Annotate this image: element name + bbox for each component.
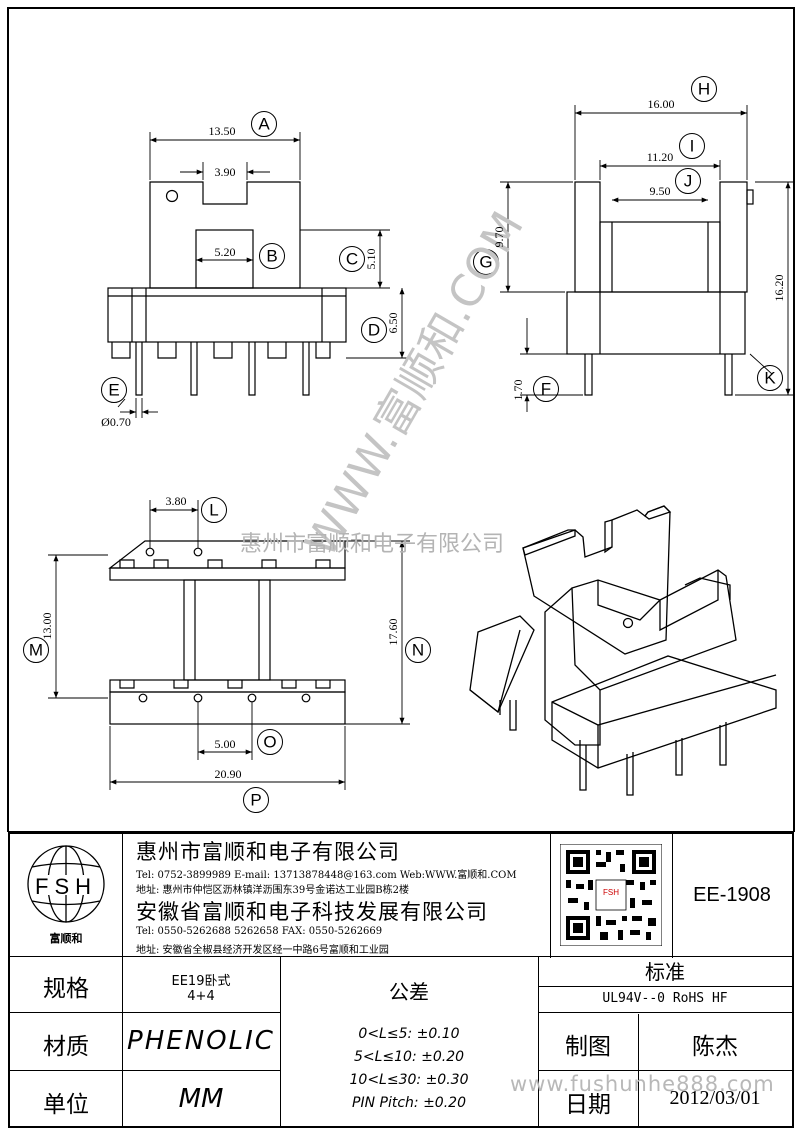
dim-c-value: 5.10 [364,249,378,270]
callout-h: H [698,80,710,99]
spec-value-1: EE19卧式 [171,974,231,989]
callout-p: P [250,791,261,810]
tolerance-1: 0<L≤5: ±0.10 [358,1026,460,1042]
logo-letters: FSH [35,874,97,899]
callout-g: G [479,253,492,272]
company2-addr: 地址: 安徽省全椒县经济开发区经一中路6号富顺和工业园 [136,945,389,956]
dim-h-value: 16.00 [648,97,675,111]
dim-o-value: 5.00 [215,737,236,751]
fsh-logo: FSH [24,842,108,926]
dim-i-value: 11.20 [647,150,674,164]
dim-j-value: 9.50 [650,184,671,198]
isometric-view [469,505,777,796]
dim-m-value: 13.00 [40,613,54,640]
side-view [566,181,754,396]
tolerance-4: PIN Pitch: ±0.20 [352,1095,466,1111]
dim-d-value: 6.50 [386,313,400,334]
material-value: PHENOLIC [127,1026,275,1056]
globe-icon [27,845,105,923]
part-number: EE-1908 [693,884,771,906]
dim-sub-a-value: 3.90 [215,165,236,179]
callout-n: N [412,641,424,660]
drawn-label: 制图 [565,1034,611,1060]
qr-text: FSH [603,888,619,897]
date-label: 日期 [565,1092,611,1118]
drawn-value: 陈杰 [692,1034,738,1060]
tolerance-2: 5<L≤10: ±0.20 [353,1049,465,1065]
material-label: 材质 [43,1034,89,1060]
callout-f: F [541,380,551,399]
watermark-site: www.fushunhe888.com [510,1072,775,1096]
company1-name: 惠州市富顺和电子有限公司 [136,840,400,864]
callout-o: O [263,733,276,752]
dim-k-value: 16.20 [772,275,786,302]
unit-label: 单位 [43,1092,89,1118]
dim-g-value: 9.70 [492,227,506,248]
dim-f-value: 1.70 [511,380,525,401]
callout-d: D [368,321,380,340]
dim-p-value: 20.90 [215,767,242,781]
spec-value-2: 4+4 [187,989,215,1004]
qr-code: FSH [559,843,663,947]
dim-e-value: Ø0.70 [101,415,131,429]
front-view [107,181,347,396]
callout-circles [23,76,783,813]
callout-e: E [108,381,119,400]
company1-tel: Tel: 0752-3899989 E-mail: 13713878448@16… [136,870,517,881]
company2-name: 安徽省富顺和电子科技发展有限公司 [136,900,488,924]
standard-label: 标准 [645,960,685,984]
dim-l-value: 3.80 [166,494,187,508]
callout-m: M [29,641,43,660]
tolerance-label: 公差 [389,980,429,1004]
dim-b-value: 5.20 [215,245,236,259]
tolerance-3: 10<L≤30: ±0.30 [349,1072,469,1088]
spec-label: 规格 [43,976,89,1002]
dim-n-value: 17.60 [386,619,400,646]
callout-l: L [209,501,218,520]
watermark-diagonal: WWW.富顺和.COM [295,203,534,565]
callout-a: A [258,115,270,134]
callout-j: J [684,172,693,191]
logo-name: 富顺和 [49,932,83,945]
drawing-border [7,7,795,832]
top-view [108,540,346,725]
callout-i: I [690,137,695,156]
watermark-company: 惠州市富顺和电子有限公司 [240,532,504,557]
title-block: FSH 富顺和 惠州市富顺和电子有限公司 Tel: 0752-3899989 E… [8,832,794,1128]
date-value: 2012/03/01 [669,1087,761,1109]
technical-drawing: WWW.富顺和.COM 惠州市富顺和电子有限公司 A B C D E H I J… [7,7,795,832]
callout-k: K [764,369,776,388]
unit-value: MM [178,1084,224,1114]
dim-a-value: 13.50 [209,124,236,138]
dimension-lines [48,105,795,790]
standard-value: UL94V--0 RoHS HF [602,991,728,1006]
company2-tel: Tel: 0550-5262688 5262658 FAX: 0550-5262… [136,926,383,937]
callout-c: C [346,250,358,269]
callout-b: B [266,247,277,266]
company1-addr: 地址: 惠州市仲恺区沥林镇洋沥围东39号金诺达工业园B栋2楼 [136,885,409,896]
